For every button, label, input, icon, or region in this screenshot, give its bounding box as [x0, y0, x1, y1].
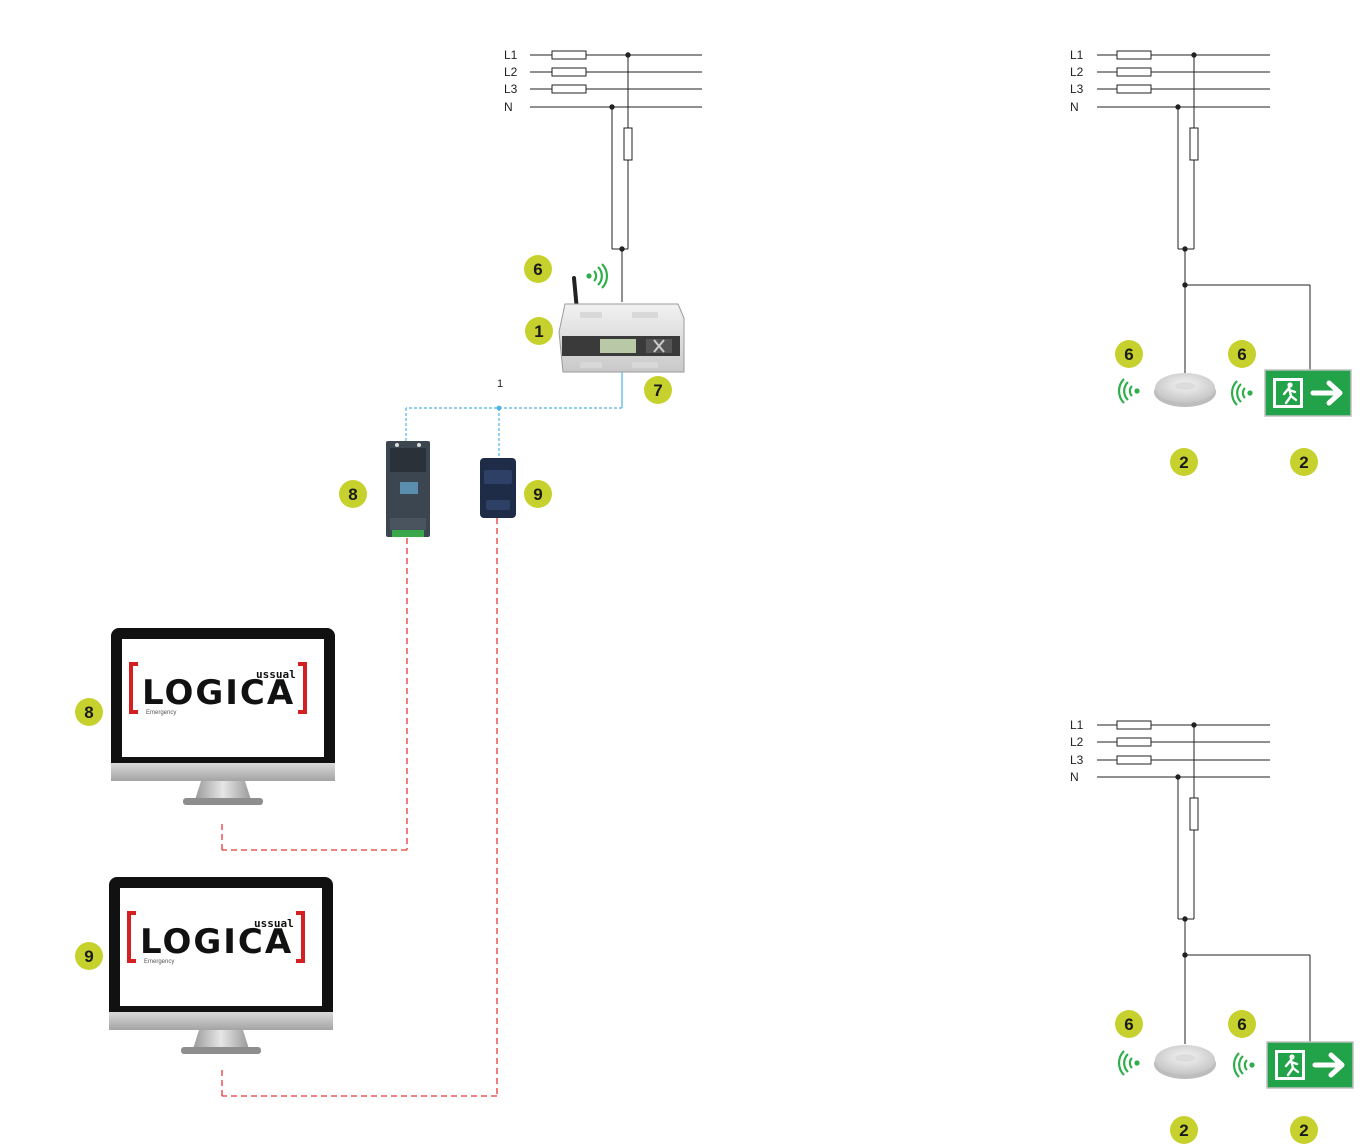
logica-logo-8: LOGICA ussual Emergency: [129, 662, 307, 716]
svg-text:6: 6: [1124, 1015, 1133, 1034]
svg-text:8: 8: [84, 703, 93, 722]
controller-wifi-signal-icon: [585, 262, 609, 290]
phase-label-l2: L2: [1070, 735, 1084, 749]
svg-text:6: 6: [1124, 345, 1133, 364]
badge-controller: 1: [525, 317, 553, 345]
bus-wiring: [405, 372, 623, 458]
phase-label-l3: L3: [504, 82, 518, 96]
exit-sign-luminaire: [1265, 370, 1351, 416]
right-bottom-phase-lines: [1097, 724, 1270, 778]
emergency-downlight-lamp: [1154, 373, 1216, 407]
badge-luminaire-exit: 2: [1290, 448, 1318, 476]
interface-module-8: [386, 441, 430, 537]
left-supply-circuit: L1 L2 L3 N: [75, 48, 702, 1097]
phase-label-l1: L1: [1070, 48, 1084, 62]
right-top-fuses: [1116, 50, 1152, 94]
svg-text:6: 6: [533, 260, 542, 279]
downlight-wifi-signal-icon: [1117, 377, 1141, 405]
svg-text:2: 2: [1299, 453, 1308, 472]
badge-wireless-exit: 6: [1228, 1010, 1256, 1038]
svg-text:2: 2: [1299, 1121, 1308, 1140]
phase-label-l3: L3: [1070, 82, 1084, 96]
logica-logo-9: LOGICA ussual Emergency: [127, 911, 305, 965]
badge-monitor-9: 9: [75, 942, 103, 970]
usb-adapter-9: [480, 458, 516, 518]
left-feed-wires: [609, 52, 633, 302]
logo-subtitle-9: Emergency: [144, 959, 174, 965]
svg-text:7: 7: [653, 381, 662, 400]
badge-luminaire-downlight: 2: [1170, 448, 1198, 476]
badge-wireless-controller: 6: [524, 255, 552, 283]
badge-luminaire-downlight: 2: [1170, 1116, 1198, 1144]
right-top-feed-wires: [1175, 52, 1311, 374]
badge-wireless-downlight: 6: [1115, 340, 1143, 368]
badge-interface-module: 8: [339, 480, 367, 508]
monitor-9: LOGICA ussual Emergency: [109, 877, 333, 1054]
right-bottom-feed-wires: [1175, 722, 1311, 1044]
monitor-8: LOGICA ussual Emergency: [111, 628, 335, 805]
downlight-wifi-signal-icon: [1117, 1049, 1141, 1077]
right-bottom-circuit: L1 L2 L3 N 6 6: [1070, 718, 1353, 1144]
svg-text:8: 8: [348, 485, 357, 504]
right-top-circuit: L1 L2 L3 N 6 6: [1070, 48, 1351, 476]
svg-text:9: 9: [84, 947, 93, 966]
badge-usb-adapter: 9: [524, 480, 552, 508]
logo-brand-9: LOGICA: [140, 922, 293, 962]
exit-sign-luminaire: [1267, 1042, 1353, 1088]
svg-text:6: 6: [1237, 1015, 1246, 1034]
svg-text:6: 6: [1237, 345, 1246, 364]
phase-label-l2: L2: [1070, 65, 1084, 79]
left-phase-lines: [530, 54, 702, 108]
phase-label-l2: L2: [504, 65, 518, 79]
phase-label-l1: L1: [1070, 718, 1084, 732]
left-fuses: [551, 50, 587, 94]
exit-sign-wifi-signal-icon: [1232, 1051, 1256, 1079]
badge-monitor-8: 8: [75, 698, 103, 726]
phase-label-n: N: [1070, 100, 1079, 114]
right-bottom-fuses: [1116, 720, 1152, 765]
svg-text:2: 2: [1179, 453, 1188, 472]
logo-tag-8: ussual: [256, 668, 296, 681]
logo-brand-8: LOGICA: [142, 673, 295, 713]
badge-wireless-exit: 6: [1228, 340, 1256, 368]
phase-label-n: N: [1070, 770, 1079, 784]
emergency-downlight-lamp: [1154, 1045, 1216, 1079]
svg-text:1: 1: [534, 322, 543, 341]
right-top-phase-lines: [1097, 54, 1270, 108]
badge-wireless-downlight: 6: [1115, 1010, 1143, 1038]
badge-bus: 7: [644, 376, 672, 404]
svg-text:2: 2: [1179, 1121, 1188, 1140]
badge-luminaire-exit: 2: [1290, 1116, 1318, 1144]
svg-text:9: 9: [533, 485, 542, 504]
exit-sign-wifi-signal-icon: [1230, 379, 1254, 407]
bus-label: 1: [497, 378, 503, 390]
central-controller-device: [558, 276, 685, 373]
phase-label-l1: L1: [504, 48, 518, 62]
logo-subtitle-8: Emergency: [146, 710, 176, 716]
phase-label-n: N: [504, 100, 513, 114]
data-link-lines: [221, 518, 498, 1097]
phase-label-l3: L3: [1070, 753, 1084, 767]
logo-tag-9: ussual: [254, 917, 294, 930]
